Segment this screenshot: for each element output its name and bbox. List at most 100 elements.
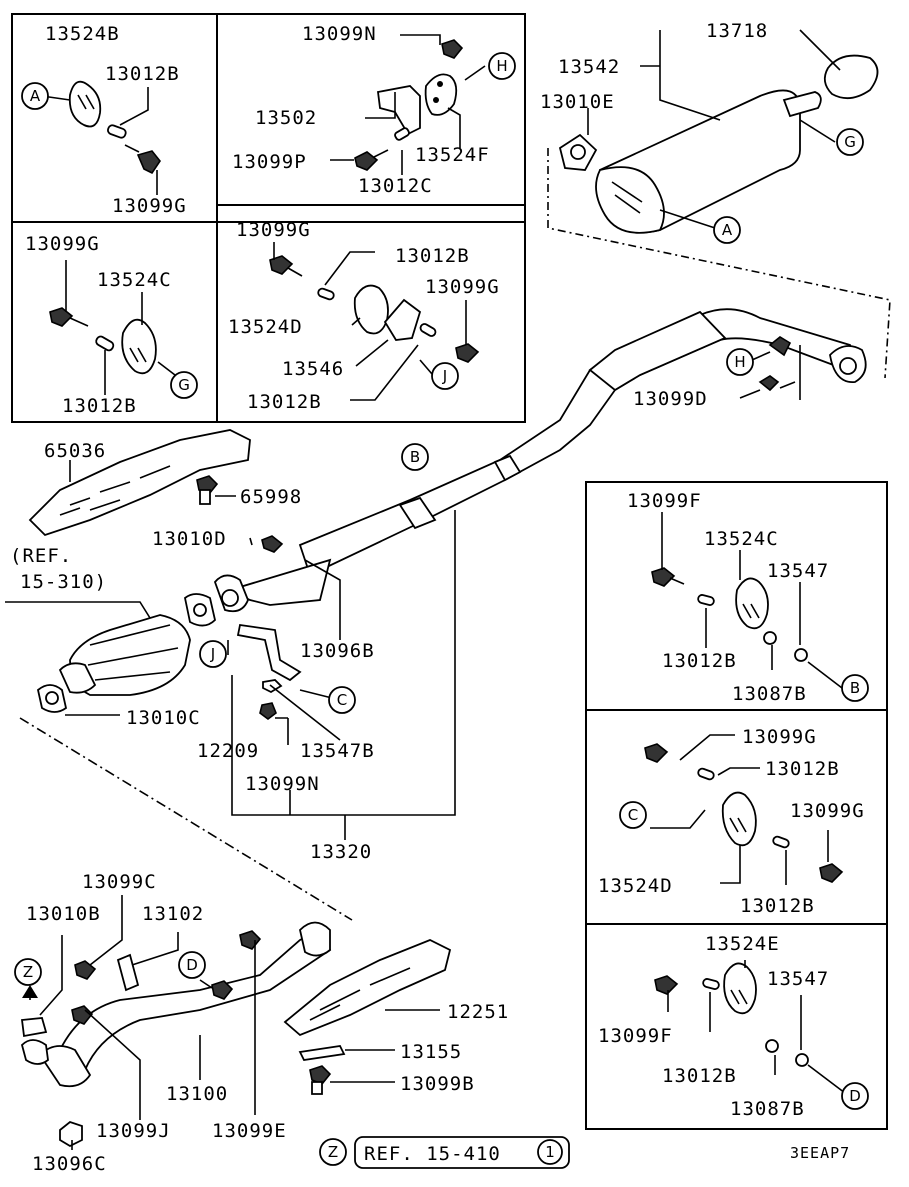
muffler-13542: [558, 54, 879, 234]
label-13099E: 13099E: [212, 1120, 287, 1142]
label-13099P: 13099P: [232, 151, 307, 173]
callout-C-1: [328, 686, 356, 714]
label-13542: 13542: [558, 56, 620, 78]
inset-right: [585, 481, 888, 1130]
inset-boxes: [11, 13, 888, 1130]
callout-J-1: [431, 362, 459, 390]
callout-D-1: [841, 1082, 869, 1110]
label-13155: 13155: [400, 1041, 462, 1063]
callout-A-1: [21, 82, 49, 110]
reference-box: [354, 1136, 570, 1169]
svg-text:D: D: [849, 1087, 861, 1105]
label-13099F: 13099F: [627, 490, 702, 512]
label-13099G: 13099G: [790, 800, 865, 822]
label-13718: 13718: [706, 20, 768, 42]
hanger-13524D-J: [269, 255, 480, 363]
label-13012B: 13012B: [662, 650, 737, 672]
label-13524C: 13524C: [704, 528, 779, 550]
label-13547: 13547: [767, 560, 829, 582]
callout-B-1: [401, 443, 429, 471]
svg-text:J: J: [442, 367, 447, 385]
label-13012B: 13012B: [765, 758, 840, 780]
svg-text:1: 1: [545, 1143, 555, 1161]
label-13012B: 13012B: [662, 1065, 737, 1087]
label-13524E: 13524E: [705, 933, 780, 955]
label-13502: 13502: [255, 107, 317, 129]
label-13524C: 13524C: [97, 269, 172, 291]
diagram-code: 3EEAP7: [790, 1144, 850, 1162]
label-13099C: 13099C: [82, 871, 157, 893]
callout-H-2: [726, 348, 754, 376]
svg-text:B: B: [850, 679, 860, 697]
label-13099J: 13099J: [96, 1120, 171, 1142]
svg-text:D: D: [186, 956, 198, 974]
label-13012B: 13012B: [247, 391, 322, 413]
ref-note-line1: (REF.: [10, 545, 72, 567]
label-13099N: 13099N: [302, 23, 377, 45]
label-13099D: 13099D: [633, 388, 708, 410]
label-13012C: 13012C: [358, 175, 433, 197]
label-13010D: 13010D: [152, 528, 227, 550]
front-pipe-13100: [20, 921, 332, 1148]
label-13096C: 13096C: [32, 1153, 107, 1175]
label-13100: 13100: [166, 1083, 228, 1105]
ref-note-line2: 15-310): [20, 571, 107, 593]
part-labels: 13524B 13012B 13099G 13099N 13502 13524F…: [10, 20, 865, 1175]
label-13524D: 13524D: [598, 875, 673, 897]
callout-D-2: [178, 951, 206, 979]
label-13546: 13546: [282, 358, 344, 380]
callout-J-2: [199, 640, 227, 668]
label-13010C: 13010C: [126, 707, 201, 729]
label-12251: 12251: [447, 1001, 509, 1023]
label-13099G: 13099G: [25, 233, 100, 255]
hanger-13524B: [68, 80, 161, 175]
label-13012B: 13012B: [62, 395, 137, 417]
svg-text:C: C: [628, 806, 638, 824]
callout-G-1: [170, 371, 198, 399]
heat-shield-12251: [283, 939, 452, 1095]
callout-A-2: [713, 216, 741, 244]
label-13012B: 13012B: [105, 63, 180, 85]
label-13099G: 13099G: [236, 219, 311, 241]
callout-Z-1: [14, 958, 42, 986]
label-13320: 13320: [310, 841, 372, 863]
label-13524B: 13524B: [45, 23, 120, 45]
label-13524F: 13524F: [415, 144, 490, 166]
callout-G-2: [836, 128, 864, 156]
label-13099G: 13099G: [425, 276, 500, 298]
svg-text:J: J: [210, 645, 215, 663]
main-pipe: [298, 308, 867, 577]
bracket-13502: [354, 39, 464, 171]
svg-text:G: G: [844, 133, 856, 151]
label-13547: 13547: [767, 968, 829, 990]
svg-text:Z: Z: [23, 963, 33, 981]
label-13547B: 13547B: [300, 740, 375, 762]
hanger-C: [644, 743, 844, 883]
svg-text:REF. 15-410: REF. 15-410: [364, 1143, 501, 1165]
label-13096B: 13096B: [300, 640, 375, 662]
callout-H-1: [488, 52, 516, 80]
heat-shield-65036: [28, 429, 251, 537]
svg-text:H: H: [734, 353, 745, 371]
label-13099N: 13099N: [245, 773, 320, 795]
label-13010B: 13010B: [26, 903, 101, 925]
label-13012B: 13012B: [740, 895, 815, 917]
label-13012B: 13012B: [395, 245, 470, 267]
hanger-B: [651, 567, 808, 662]
svg-text:B: B: [410, 448, 420, 466]
cat-converter: [37, 614, 191, 713]
label-65036: 65036: [44, 440, 106, 462]
label-13102: 13102: [142, 903, 204, 925]
hanger-D: [654, 962, 809, 1067]
label-13010E: 13010E: [540, 91, 615, 113]
svg-text:A: A: [30, 87, 41, 105]
svg-text:Z: Z: [328, 1143, 338, 1161]
label-13099B: 13099B: [400, 1073, 475, 1095]
svg-text:H: H: [496, 57, 507, 75]
callout-Z-2: [319, 1138, 347, 1166]
reference-number: [537, 1139, 563, 1165]
svg-text:G: G: [178, 376, 190, 394]
label-12209: 12209: [197, 740, 259, 762]
label-13099G: 13099G: [112, 195, 187, 217]
